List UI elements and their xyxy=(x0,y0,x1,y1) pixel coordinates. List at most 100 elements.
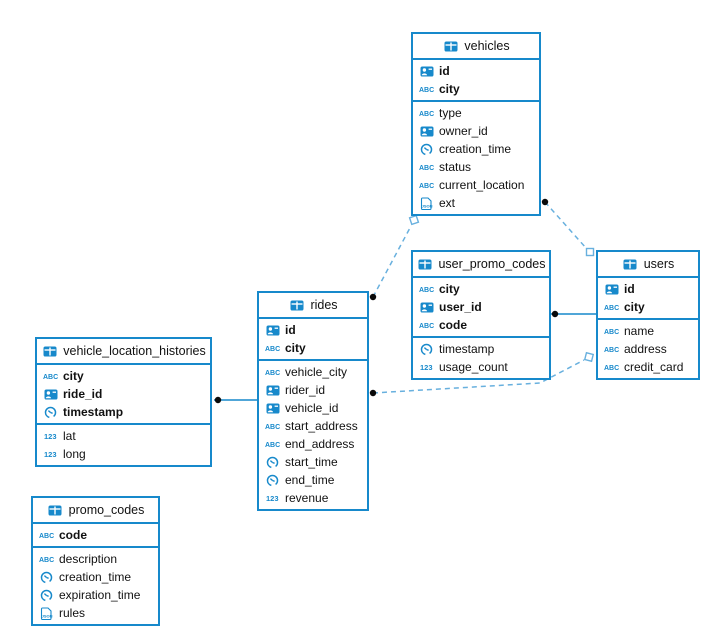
connector-dot xyxy=(214,396,222,404)
column-row-id[interactable]: id xyxy=(413,62,539,80)
column-name: ext xyxy=(439,196,456,210)
column-row-id[interactable]: id xyxy=(259,321,367,339)
column-row-lat[interactable]: 123 lat xyxy=(37,427,210,445)
column-row-owner_id[interactable]: owner_id xyxy=(413,122,539,140)
text-icon: ABC xyxy=(38,530,55,540)
number-icon: 123 xyxy=(264,493,281,503)
column-row-city[interactable]: ABC city xyxy=(413,80,539,98)
column-name: long xyxy=(63,447,86,461)
connector-diamond xyxy=(408,214,420,226)
user-id-icon xyxy=(603,284,620,295)
text-icon: ABC xyxy=(418,180,435,190)
primary-key-section: ABC code xyxy=(33,524,158,546)
column-row-long[interactable]: 123 long xyxy=(37,445,210,463)
table-name: promo_codes xyxy=(68,503,145,517)
primary-key-name: id xyxy=(624,282,635,296)
svg-text:123: 123 xyxy=(44,450,57,459)
table-name: vehicles xyxy=(464,39,510,53)
text-icon: ABC xyxy=(264,367,281,377)
column-name: rider_id xyxy=(285,383,326,397)
table-header[interactable]: users xyxy=(598,252,698,278)
primary-key-name: city xyxy=(285,341,306,355)
table-header[interactable]: user_promo_codes xyxy=(413,252,549,278)
column-row-creation_time[interactable]: creation_time xyxy=(413,140,539,158)
column-name: timestamp xyxy=(439,342,495,356)
column-row-rider_id[interactable]: rider_id xyxy=(259,381,367,399)
connector-diamond xyxy=(585,247,595,257)
column-row-ride_id[interactable]: ride_id xyxy=(37,385,210,403)
column-name: vehicle_id xyxy=(285,401,339,415)
column-name: expiration_time xyxy=(59,588,141,602)
text-icon: ABC xyxy=(418,284,435,294)
column-row-user_id[interactable]: user_id xyxy=(413,298,549,316)
table-header[interactable]: rides xyxy=(259,293,367,319)
column-name: lat xyxy=(63,429,76,443)
text-icon: ABC xyxy=(418,162,435,172)
primary-key-name: city xyxy=(439,282,460,296)
number-icon: 123 xyxy=(42,449,59,459)
column-row-code[interactable]: ABC code xyxy=(33,526,158,544)
column-row-end_time[interactable]: end_time xyxy=(259,471,367,489)
primary-key-name: code xyxy=(439,318,468,332)
number-icon: 123 xyxy=(42,431,59,441)
user-id-icon xyxy=(264,325,281,336)
column-row-timestamp[interactable]: timestamp xyxy=(413,340,549,358)
primary-key-name: city xyxy=(63,369,84,383)
relationship-rides-users xyxy=(372,359,585,394)
text-icon: ABC xyxy=(264,421,281,431)
primary-key-name: city xyxy=(439,82,460,96)
column-row-code[interactable]: ABC code xyxy=(413,316,549,334)
column-row-expiration_time[interactable]: expiration_time xyxy=(33,586,158,604)
table-header[interactable]: promo_codes xyxy=(33,498,158,524)
svg-text:ABC: ABC xyxy=(419,87,434,94)
svg-text:123: 123 xyxy=(420,363,433,372)
text-icon: ABC xyxy=(264,439,281,449)
primary-key-name: timestamp xyxy=(63,405,124,419)
column-row-end_address[interactable]: ABC end_address xyxy=(259,435,367,453)
primary-key-name: code xyxy=(59,528,88,542)
column-row-id[interactable]: id xyxy=(598,280,698,298)
column-row-city[interactable]: ABC city xyxy=(413,280,549,298)
table-icon xyxy=(41,346,58,357)
text-icon: ABC xyxy=(603,326,620,336)
column-row-start_time[interactable]: start_time xyxy=(259,453,367,471)
table-header[interactable]: vehicles xyxy=(413,34,539,60)
column-row-vehicle_id[interactable]: vehicle_id xyxy=(259,399,367,417)
column-row-timestamp[interactable]: timestamp xyxy=(37,403,210,421)
text-icon: ABC xyxy=(418,320,435,330)
column-name: end_address xyxy=(285,437,355,451)
clock-icon xyxy=(42,406,59,419)
column-name: start_time xyxy=(285,455,338,469)
column-row-creation_time[interactable]: creation_time xyxy=(33,568,158,586)
text-icon: ABC xyxy=(418,108,435,118)
column-name: description xyxy=(59,552,118,566)
svg-text:ABC: ABC xyxy=(419,183,434,190)
table-header[interactable]: vehicle_location_histories xyxy=(37,339,210,365)
